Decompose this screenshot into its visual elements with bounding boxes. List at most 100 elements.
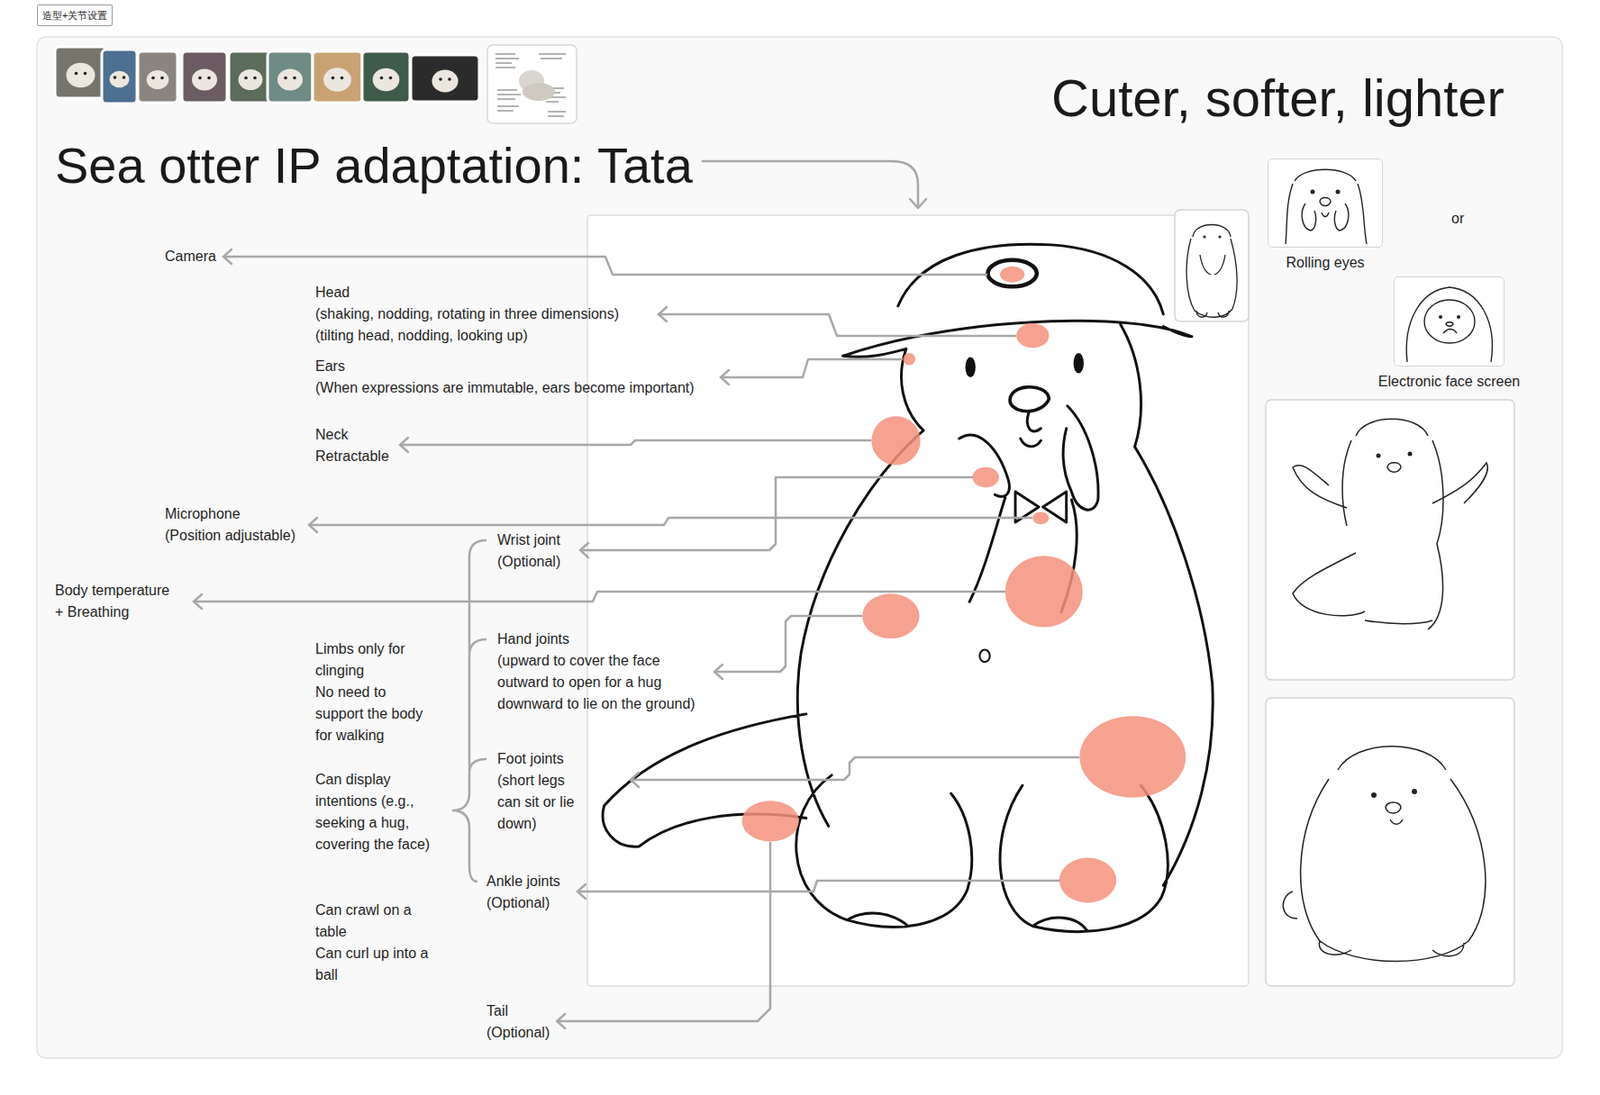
callout-label: Head <box>315 281 350 304</box>
otter-face <box>277 69 303 91</box>
label-box: Can crawl on a table <box>315 900 435 944</box>
callout-note: (Position adjustable) <box>164 525 296 547</box>
card-caption: Electronic face screen <box>1378 372 1520 392</box>
tag-box: 造型+关节设置 <box>36 4 113 27</box>
otter-nose <box>1009 387 1049 412</box>
label-box: Tail <box>486 1000 509 1023</box>
photo-thumb <box>267 51 313 103</box>
callout-note: (tilting head, nodding, looking up) <box>315 325 528 347</box>
inset-sketch <box>1218 235 1221 238</box>
otter-eye <box>292 76 297 81</box>
joint-dot <box>1000 266 1025 283</box>
callout-note: (When expressions are immutable, ears be… <box>315 377 695 400</box>
card-caption: Rolling eyes <box>1285 253 1364 273</box>
callout-note: (upward to cover the face outward to ope… <box>497 650 707 716</box>
label-box: (Optional) <box>497 551 561 573</box>
label-box: Limbs only for clinging <box>315 638 435 682</box>
photo-frame <box>181 51 228 103</box>
sitting-sketch <box>1265 698 1515 987</box>
doc-thumb <box>487 45 577 124</box>
otter-eye <box>207 76 211 81</box>
arms-up-sketch <box>1265 400 1515 681</box>
title-box: Sea otter IP adaptation: Tata <box>54 135 693 196</box>
photo-thumb <box>54 46 480 104</box>
photo-thumb <box>362 51 410 103</box>
label-box: Neck <box>315 424 348 446</box>
photo-frame <box>267 51 313 103</box>
otter-face <box>109 71 130 89</box>
leader-arrowhead <box>720 370 729 385</box>
or-word: or <box>1451 208 1464 230</box>
arms-up-sketch <box>1292 418 1488 630</box>
title-arrow <box>701 161 919 208</box>
doc-thumb <box>487 45 577 124</box>
otter-eye <box>447 77 452 82</box>
otter-face <box>372 68 400 91</box>
callout-label: Hand joints <box>497 628 570 651</box>
otter-face <box>431 70 458 93</box>
leader-arrowhead <box>223 249 232 264</box>
leader-line <box>630 757 1080 781</box>
face-screen-sketch <box>1393 276 1505 367</box>
leader-arrowhead <box>193 594 202 610</box>
callout-label: Ears <box>315 355 346 378</box>
label-box: (shaking, nodding, rotating in three dim… <box>315 303 619 326</box>
face-screen-sketch <box>1438 315 1443 319</box>
leader-line <box>658 314 1017 337</box>
label-box: + Breathing <box>54 601 129 624</box>
joint-dot <box>741 800 799 842</box>
rolling-eyes-sketch <box>1267 158 1383 248</box>
rolling-eyes-sketch <box>1310 190 1316 195</box>
card-frame <box>1393 276 1505 367</box>
photo-thumb <box>101 49 137 104</box>
inset-sketch <box>1202 235 1206 238</box>
callout-label: Microphone <box>164 503 241 526</box>
callout-note: (Optional) <box>497 551 561 573</box>
label-box: Ankle joints <box>486 871 561 893</box>
photo-frame <box>101 49 137 104</box>
joint-dot <box>862 593 919 639</box>
sitting-sketch <box>1411 789 1418 795</box>
side-note: Can crawl on a table <box>315 900 435 944</box>
sitting-sketch <box>1265 698 1515 987</box>
leader-line <box>720 359 903 378</box>
joint-dot <box>1059 858 1117 904</box>
side-note: Limbs only for clinging <box>315 638 435 682</box>
callout-label: Wrist joint <box>497 529 561 552</box>
joint-dot <box>1079 716 1186 799</box>
label-box: (tilting head, nodding, looking up) <box>315 325 528 347</box>
label-box: Ears <box>315 355 346 378</box>
photo-thumb <box>54 46 107 99</box>
label-box: or <box>1451 208 1464 230</box>
label-box: Retractable <box>315 445 390 468</box>
otter-eye <box>283 76 288 81</box>
inset-sketch <box>1186 225 1237 319</box>
card-frame <box>1267 158 1383 248</box>
leader-arrowhead <box>400 437 409 453</box>
label-box: (short legs can sit or lie down) <box>497 770 583 836</box>
photo-thumb <box>137 51 178 103</box>
face-screen-sketch <box>1393 276 1505 367</box>
title-arrowhead <box>909 199 927 209</box>
photo-frame <box>228 51 273 103</box>
photo-frame <box>410 54 480 102</box>
joint-dot <box>1005 555 1083 628</box>
photo-frame <box>54 46 107 99</box>
side-note: Can display intentions (e.g., seeking a … <box>315 769 435 856</box>
photo-frame <box>312 51 363 103</box>
rolling-eyes-sketch <box>1285 169 1367 245</box>
label-box: (Optional) <box>486 1022 550 1045</box>
leader-arrowhead <box>658 307 667 322</box>
inset-sketch <box>1174 209 1249 322</box>
slogan-heading: Cuter, softer, lighter <box>1051 66 1505 130</box>
otter-eye <box>83 72 88 76</box>
otter-face <box>238 69 264 91</box>
label-box: (upward to cover the face outward to ope… <box>497 650 707 716</box>
group-bracket <box>452 540 487 882</box>
leader-arrowhead <box>714 664 723 680</box>
arms-up-sketch <box>1265 400 1515 681</box>
inset-sketch <box>1174 209 1249 322</box>
label-box: (Position adjustable) <box>164 525 296 547</box>
callout-note: Retractable <box>315 445 390 468</box>
joint-dot <box>871 416 920 465</box>
